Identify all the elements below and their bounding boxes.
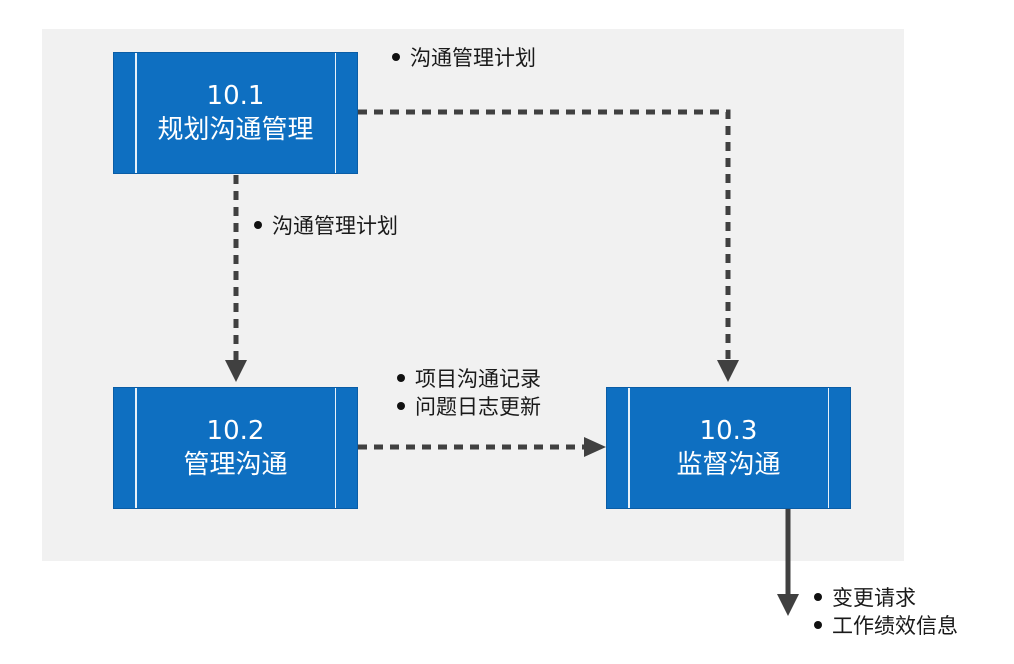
process-name: 规划沟通管理	[157, 115, 314, 145]
bullet-icon	[814, 621, 822, 629]
arrowhead-10-2-top	[225, 360, 247, 382]
output-row: 项目沟通记录	[397, 365, 541, 393]
flow-note-10-3-outputs: 变更请求 工作绩效信息	[814, 584, 958, 640]
process-box-10-3: 10.3 监督沟通	[606, 387, 851, 509]
process-name: 监督沟通	[676, 450, 781, 480]
output-row: 变更请求	[814, 584, 958, 612]
process-name: 管理沟通	[183, 450, 288, 480]
arrowhead-10-3-left	[584, 437, 606, 457]
output-item: 项目沟通记录	[415, 367, 541, 391]
bullet-icon	[814, 593, 822, 601]
process-number: 10.1	[206, 81, 265, 111]
bullet-icon	[254, 221, 262, 229]
output-item: 沟通管理计划	[410, 46, 536, 70]
output-item: 工作绩效信息	[832, 614, 958, 638]
flow-note-10-1-to-10-3: 沟通管理计划	[392, 44, 536, 72]
process-number: 10.2	[206, 416, 265, 446]
bullet-icon	[397, 374, 405, 382]
bullet-icon	[397, 402, 405, 410]
flow-note-10-2-to-10-3: 项目沟通记录 问题日志更新	[397, 365, 541, 421]
arrowhead-10-3-top	[717, 360, 739, 382]
output-item: 问题日志更新	[415, 395, 541, 419]
output-item: 沟通管理计划	[272, 214, 398, 238]
output-item: 变更请求	[832, 586, 916, 610]
output-row: 问题日志更新	[397, 393, 541, 421]
output-row: 工作绩效信息	[814, 612, 958, 640]
process-number: 10.3	[699, 416, 758, 446]
flow-note-10-1-to-10-2: 沟通管理计划	[254, 212, 398, 240]
process-box-10-1: 10.1 规划沟通管理	[113, 52, 358, 174]
arrowhead-outputs	[777, 594, 799, 616]
flow-arrow-10-1-to-10-3	[358, 109, 731, 362]
process-box-10-2: 10.2 管理沟通	[113, 387, 358, 509]
bullet-icon	[392, 53, 400, 61]
